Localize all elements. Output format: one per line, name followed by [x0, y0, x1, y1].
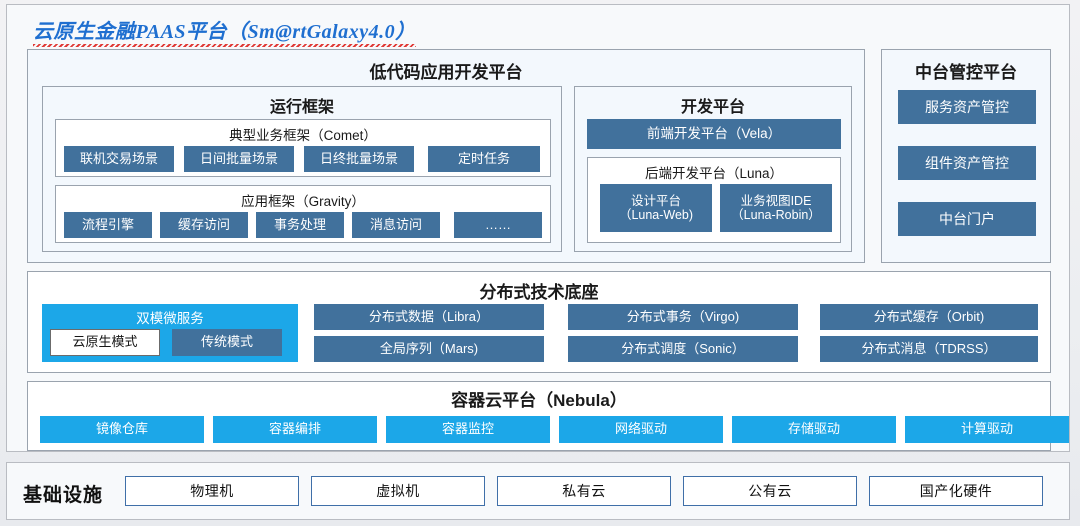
container-item-image-registry[interactable]: 镜像仓库: [40, 416, 204, 443]
comet-item-online-transaction[interactable]: 联机交易场景: [64, 146, 174, 172]
gravity-item-process-engine[interactable]: 流程引擎: [64, 212, 152, 238]
gravity-item-transaction[interactable]: 事务处理: [256, 212, 344, 238]
infra-item-physical-machine[interactable]: 物理机: [125, 476, 299, 506]
page-title: 云原生金融PAAS平台（Sm@rtGalaxy4.0）: [33, 15, 416, 47]
lowcode-platform-section: 低代码应用开发平台 运行框架 典型业务框架（Comet） 联机交易场景 日间批量…: [27, 49, 865, 263]
comet-business-framework-group: 典型业务框架（Comet） 联机交易场景 日间批量场景 日终批量场景 定时任务: [55, 119, 551, 177]
container-item-storage-driver[interactable]: 存储驱动: [732, 416, 896, 443]
infra-item-private-cloud[interactable]: 私有云: [497, 476, 671, 506]
gravity-item-message-access[interactable]: 消息访问: [352, 212, 440, 238]
dist-item-distributed-message-tdrss[interactable]: 分布式消息（TDRSS）: [820, 336, 1038, 362]
gravity-item-cache-access[interactable]: 缓存访问: [160, 212, 248, 238]
midplat-item-service-asset-control[interactable]: 服务资产管控: [898, 90, 1036, 124]
dist-item-distributed-data-libra[interactable]: 分布式数据（Libra）: [314, 304, 544, 330]
main-architecture-panel: 云原生金融PAAS平台（Sm@rtGalaxy4.0） 低代码应用开发平台 运行…: [6, 4, 1070, 452]
distributed-tech-base-section: 分布式技术底座 双模微服务 云原生模式 传统模式 分布式数据（Libra） 全局…: [27, 271, 1051, 373]
luna-design-line1: 设计平台: [630, 193, 681, 208]
dist-item-distributed-cache-orbit[interactable]: 分布式缓存（Orbit): [820, 304, 1038, 330]
frontend-dev-platform-vela[interactable]: 前端开发平台（Vela）: [587, 119, 841, 149]
development-platform-section: 开发平台 前端开发平台（Vela） 后端开发平台（Luna） 设计平台 （Lun…: [574, 86, 852, 252]
middle-platform-management-section: 中台管控平台 服务资产管控 组件资产管控 中台门户: [881, 49, 1051, 263]
luna-robin-line1: 业务视图IDE: [740, 193, 812, 208]
dual-mode-title: 双模微服务: [136, 311, 204, 326]
dist-item-global-sequence-mars[interactable]: 全局序列（Mars): [314, 336, 544, 362]
lowcode-platform-header: 低代码应用开发平台: [369, 63, 523, 82]
dist-item-distributed-transaction-virgo[interactable]: 分布式事务（Virgo): [568, 304, 798, 330]
runtime-framework-header: 运行框架: [269, 99, 334, 116]
dual-mode-microservice-group: 双模微服务 云原生模式 传统模式: [42, 304, 298, 362]
luna-item-design-platform[interactable]: 设计平台 （Luna-Web): [600, 184, 712, 232]
midplat-item-component-asset-control[interactable]: 组件资产管控: [898, 146, 1036, 180]
comet-item-daytime-batch[interactable]: 日间批量场景: [184, 146, 294, 172]
container-item-monitoring[interactable]: 容器监控: [386, 416, 550, 443]
container-item-compute-driver[interactable]: 计算驱动: [905, 416, 1069, 443]
container-cloud-header: 容器云平台（Nebula）: [451, 391, 627, 410]
gravity-header: 应用框架（Gravity）: [241, 194, 365, 209]
development-platform-header: 开发平台: [680, 99, 745, 116]
luna-robin-line2: （Luna-Robin）: [731, 208, 821, 222]
comet-item-scheduled-task[interactable]: 定时任务: [428, 146, 540, 172]
backend-dev-platform-header: 后端开发平台（Luna）: [644, 166, 784, 181]
backend-dev-platform-luna-group: 后端开发平台（Luna） 设计平台 （Luna-Web) 业务视图IDE （Lu…: [587, 157, 841, 243]
distributed-tech-base-header: 分布式技术底座: [479, 283, 599, 302]
comet-item-eod-batch[interactable]: 日终批量场景: [304, 146, 414, 172]
luna-design-line2: （Luna-Web): [618, 208, 694, 222]
luna-item-business-view-ide[interactable]: 业务视图IDE （Luna-Robin）: [720, 184, 832, 232]
runtime-framework-section: 运行框架 典型业务框架（Comet） 联机交易场景 日间批量场景 日终批量场景 …: [42, 86, 562, 252]
dual-mode-item-cloud-native[interactable]: 云原生模式: [50, 329, 160, 356]
infra-item-public-cloud[interactable]: 公有云: [683, 476, 857, 506]
infra-item-domestic-hardware[interactable]: 国产化硬件: [869, 476, 1043, 506]
container-cloud-platform-section: 容器云平台（Nebula） 镜像仓库 容器编排 容器监控 网络驱动 存储驱动 计…: [27, 381, 1069, 451]
dist-item-distributed-scheduling-sonic[interactable]: 分布式调度（Sonic）: [568, 336, 798, 362]
infrastructure-label: 基础设施: [23, 485, 104, 506]
dual-mode-item-traditional[interactable]: 传统模式: [172, 329, 282, 356]
infra-item-virtual-machine[interactable]: 虚拟机: [311, 476, 485, 506]
infrastructure-section: 基础设施 物理机 虚拟机 私有云 公有云 国产化硬件: [6, 462, 1070, 520]
gravity-application-framework-group: 应用框架（Gravity） 流程引擎 缓存访问 事务处理 消息访问 ……: [55, 185, 551, 243]
midplat-item-portal[interactable]: 中台门户: [898, 202, 1036, 236]
middle-platform-header: 中台管控平台: [915, 63, 1017, 82]
container-item-orchestration[interactable]: 容器编排: [213, 416, 377, 443]
comet-header: 典型业务框架（Comet）: [229, 128, 377, 143]
gravity-item-more[interactable]: ……: [454, 212, 542, 238]
container-item-network-driver[interactable]: 网络驱动: [559, 416, 723, 443]
